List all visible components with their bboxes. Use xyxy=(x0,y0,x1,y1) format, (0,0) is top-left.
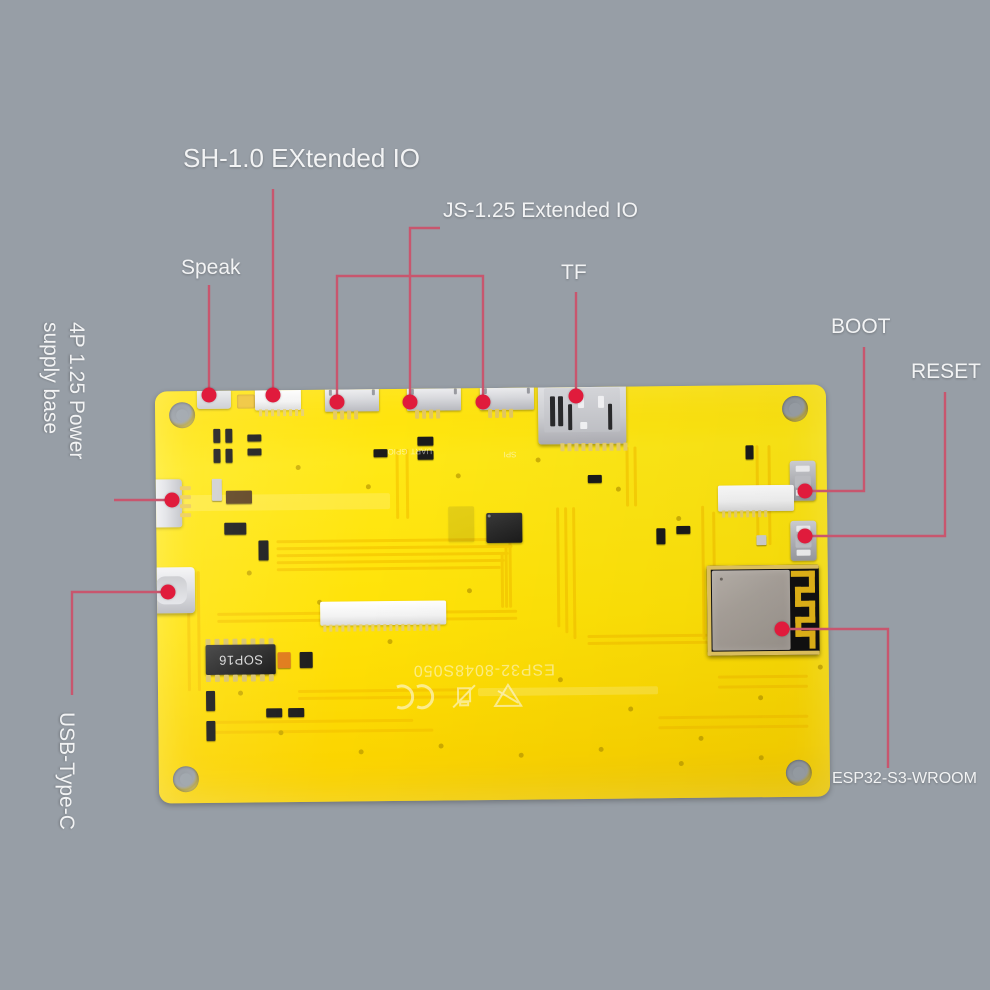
pcb-board: SOP16 ESP32-8 xyxy=(154,384,831,804)
label-4p-power: 4P 1.25 Power xyxy=(65,322,88,460)
label-4p-power-line2: supply base xyxy=(39,322,62,435)
callout-dot-sh10 xyxy=(265,387,281,403)
sop16-marking: SOP16 xyxy=(218,651,263,668)
callout-dot-esp32 xyxy=(774,621,790,637)
callout-dot-speak xyxy=(201,387,217,403)
speaker-gold-pad xyxy=(236,394,256,409)
sop16-chip: SOP16 xyxy=(205,644,276,676)
right-fpc-connector xyxy=(717,484,795,518)
board-silkscreen-name: ESP32-8048S050 xyxy=(412,660,555,679)
callout-dot-js125-1 xyxy=(329,394,345,410)
qfn-ic xyxy=(486,512,523,544)
silk-uart: UART xyxy=(410,446,433,456)
silk-spi: SPI xyxy=(503,449,517,459)
callout-dot-tf xyxy=(568,388,584,404)
callout-dot-boot xyxy=(797,483,813,499)
pcb-antenna xyxy=(790,570,816,649)
label-speak: Speak xyxy=(181,256,241,279)
label-reset: RESET xyxy=(911,360,982,383)
silk-gpio: GPIO xyxy=(387,446,408,457)
callout-dot-power xyxy=(164,492,180,508)
esp32-s3-wroom-module xyxy=(706,564,820,656)
label-sh10-extended-io: SH-1.0 EXtended IO xyxy=(183,143,421,173)
label-tf: TF xyxy=(561,261,587,284)
callout-dot-reset xyxy=(797,528,813,544)
compliance-marks xyxy=(393,682,523,710)
wee-crossed-bin-icon xyxy=(452,684,476,709)
ic-footprint xyxy=(448,506,475,543)
label-boot: BOOT xyxy=(831,315,891,338)
label-usb-type-c: USB-Type-C xyxy=(55,712,78,830)
no-dispose-triangle-icon xyxy=(493,682,523,707)
callout-dot-js125-3 xyxy=(475,394,491,410)
callout-dot-usbc xyxy=(160,584,176,600)
ce-mark-icon xyxy=(396,684,435,710)
callout-dot-js125-2 xyxy=(402,394,418,410)
label-esp32-s3-wroom: ESP32-S3-WROOM xyxy=(832,770,977,787)
label-js125-extended-io: JS-1.25 Extended IO xyxy=(443,199,638,222)
lcd-fpc-connector xyxy=(320,600,447,632)
